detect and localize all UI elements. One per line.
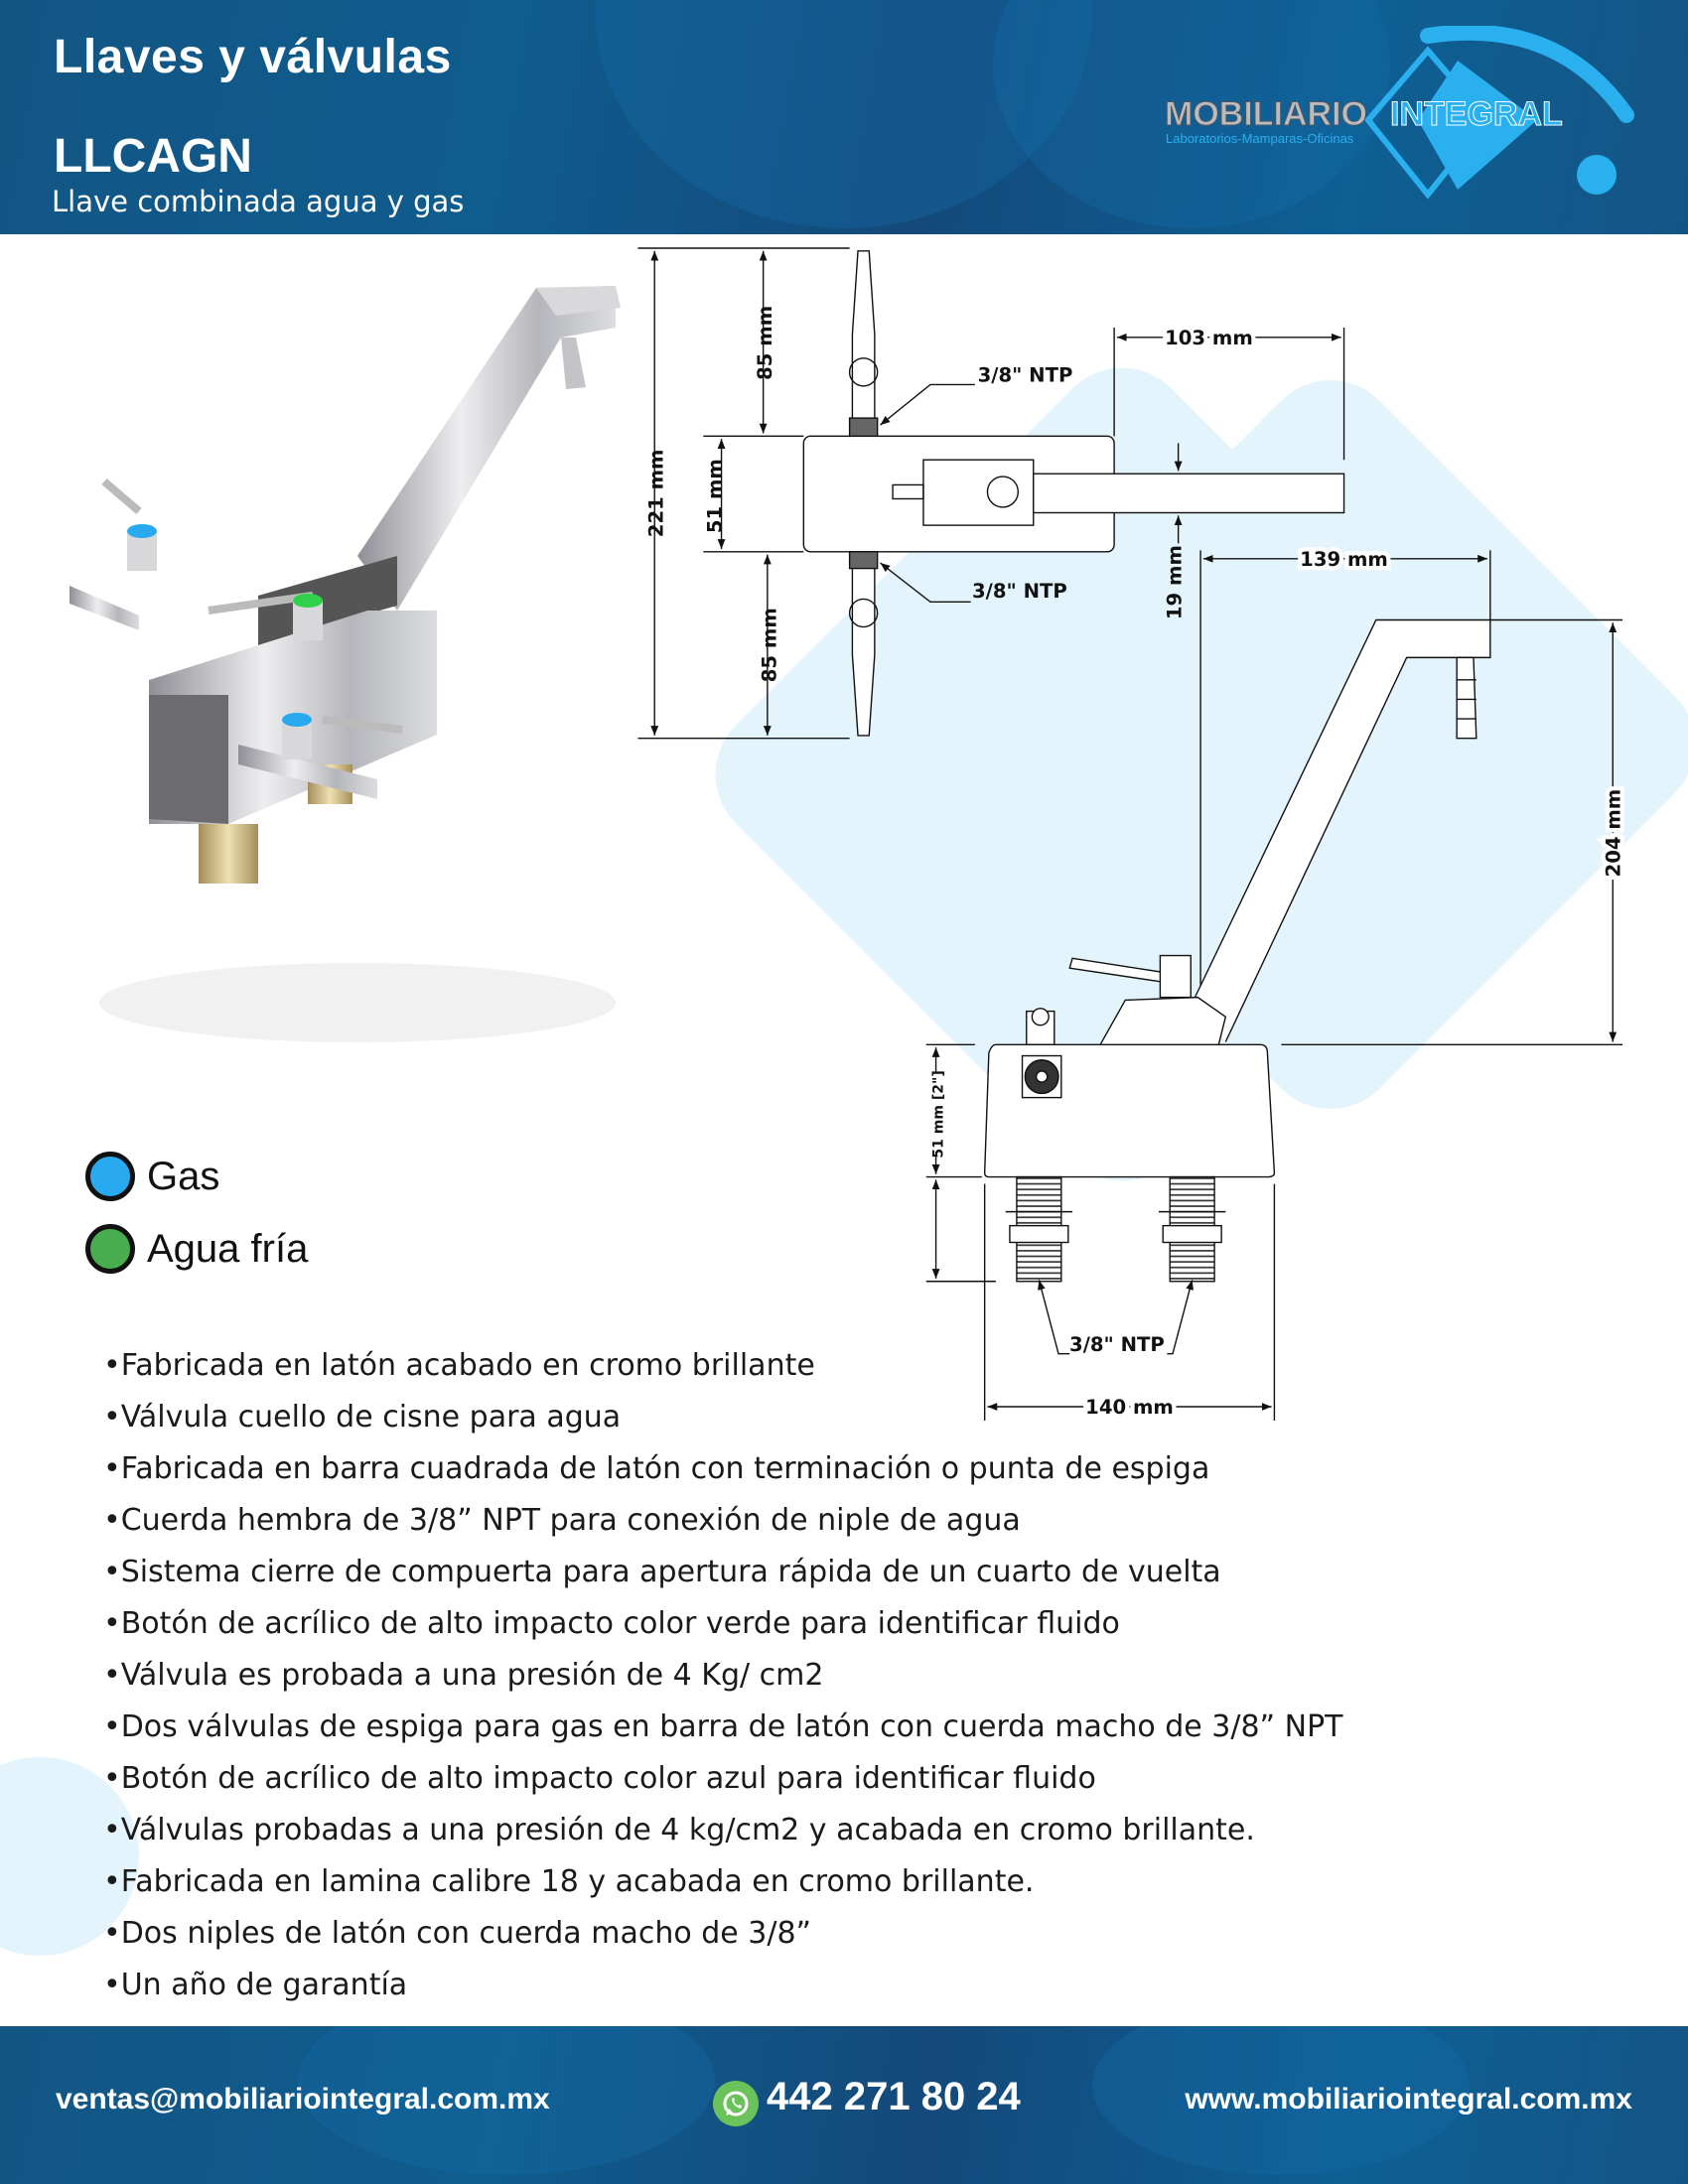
dim-upper-valve: 85 mm [754,306,776,380]
website-link[interactable]: www.mobiliariointegral.com.mx [1185,2083,1632,2116]
feature-list: Fabricada en latón acabado en cromo bril… [103,1340,1343,2011]
feature-item: Fabricada en barra cuadrada de latón con… [103,1443,1343,1495]
phone-link[interactable]: 442 271 80 24 [767,2075,1021,2118]
feature-item: Botón de acrílico de alto impacto color … [103,1753,1343,1805]
legend-label: Agua fría [147,1226,309,1271]
gas-button-icon [127,524,157,538]
product-code: LLCAGN [54,130,252,183]
email-link[interactable]: ventas@mobiliariointegral.com.mx [56,2083,550,2116]
header-banner: Llaves y válvulas LLCAGN Llave combinada… [0,0,1688,234]
dim-lower-valve: 85 mm [758,608,780,682]
legend-item-gas: Gas [85,1152,219,1201]
logo-word-integral: INTEGRAL [1390,95,1563,133]
feature-item: Botón de acrílico de alto impacto color … [103,1598,1343,1650]
side-view [925,550,1623,1422]
whatsapp-icon [713,2081,759,2126]
feature-item: Dos válvulas de espiga para gas en barra… [103,1702,1343,1753]
top-view [637,247,1345,740]
thread-label-top: 3/8" NTP [978,364,1073,387]
feature-item: Fabricada en latón acabado en cromo bril… [103,1340,1343,1392]
legend-item-water: Agua fría [85,1224,308,1274]
feature-item: Dos niples de latón con cuerda macho de … [103,1908,1343,1960]
footer-swirl [1092,2026,1470,2175]
legend-label: Gas [147,1154,220,1198]
dim-spout-height: 204 mm [1602,789,1624,878]
product-render-image [70,286,621,1042]
dim-spout-reach: 139 mm [1300,548,1388,571]
gas-button-icon [282,713,312,727]
water-button-icon [293,594,323,608]
product-subtitle: Llave combinada agua y gas [52,185,465,218]
dim-body-height: 51 mm [2"] [931,1070,947,1158]
feature-item: Válvulas probadas a una presión de 4 kg/… [103,1805,1343,1856]
category-title: Llaves y válvulas [54,31,452,83]
dim-arm-offset: 19 mm [1163,545,1186,619]
feature-item: Válvula cuello de cisne para agua [103,1392,1343,1443]
feature-item: Válvula es probada a una presión de 4 Kg… [103,1650,1343,1702]
dim-arm-length: 103 mm [1165,327,1253,349]
footer-banner [0,2026,1688,2184]
logo-word-mobiliario: MOBILIARIO [1165,95,1367,133]
feature-item: Un año de garantía [103,1960,1343,2011]
company-logo: MOBILIARIO INTEGRAL Laboratorios-Mampara… [1165,26,1634,200]
logo-tagline: Laboratorios-Mamparas-Oficinas [1166,131,1354,146]
feature-item: Cuerda hembra de 3/8” NPT para conexión … [103,1495,1343,1547]
feature-item: Sistema cierre de compuerta para apertur… [103,1547,1343,1598]
thread-label-bottom: 3/8" NTP [972,580,1067,603]
dim-body-width: 51 mm [704,459,727,533]
gas-color-swatch [85,1152,135,1201]
dim-total-length: 221 mm [645,450,668,538]
feature-item: Fabricada en lamina calibre 18 y acabada… [103,1856,1343,1908]
footer-swirl [298,2026,715,2175]
water-color-swatch [85,1224,135,1274]
